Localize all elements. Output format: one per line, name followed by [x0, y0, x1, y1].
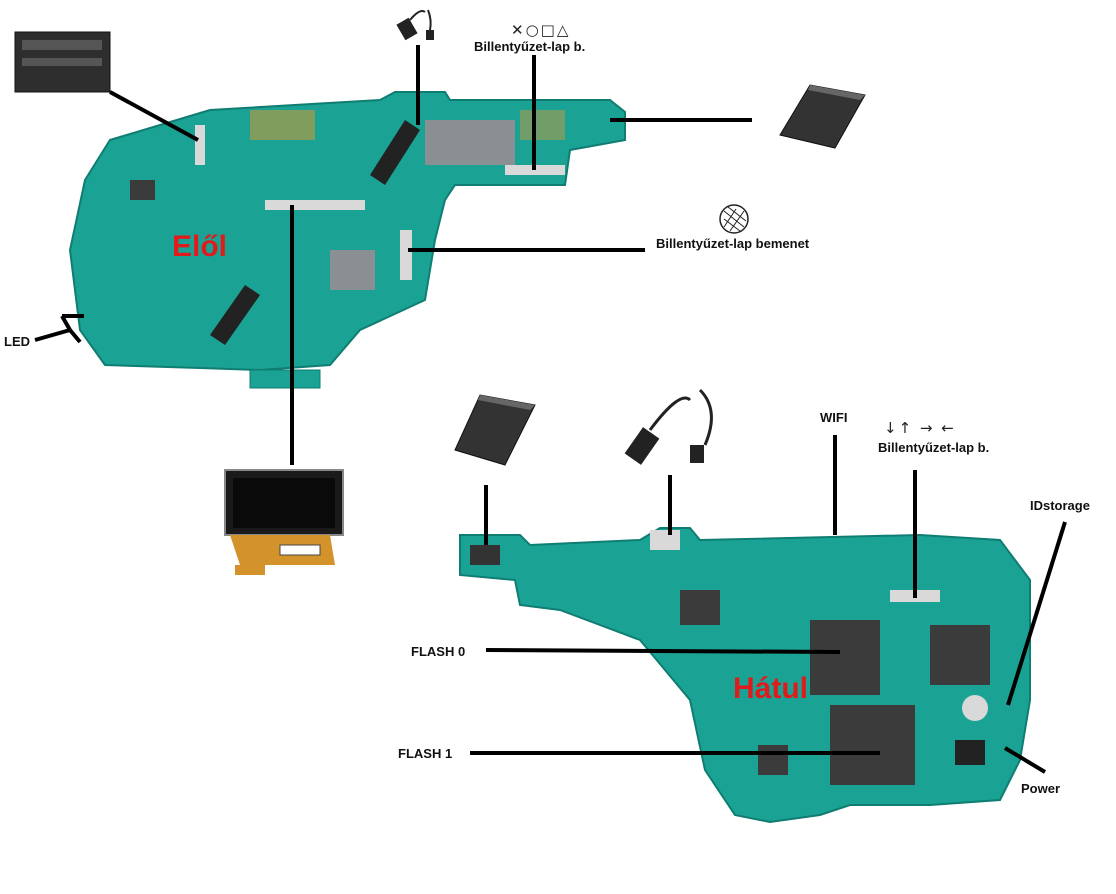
arrow-symbols: ↓↑ → ←: [884, 419, 956, 437]
power-label: Power: [1021, 781, 1061, 796]
usb-cable-icon-back: [624, 388, 713, 465]
memory-stick-icon: [14, 31, 111, 93]
lcd-screen-icon: [224, 469, 344, 575]
back-pcb: [459, 527, 1031, 824]
keypad-input-label: Billentyűzet-lap bemenet: [656, 236, 810, 251]
led-label: LED: [4, 334, 30, 349]
flash0-label: FLASH 0: [411, 644, 466, 659]
face-buttons-symbols: ✕○□△: [511, 21, 571, 39]
keypad-b-top-label: Billentyűzet-lap b.: [474, 39, 586, 54]
wifi-label: WIFI: [820, 410, 848, 425]
front-pcb: [68, 91, 626, 389]
flash1-label: FLASH 1: [398, 746, 453, 761]
keypad-b-back-label: Billentyűzet-lap b.: [878, 440, 990, 455]
usb-cable-icon: [396, 9, 434, 41]
front-title: Elől: [172, 230, 228, 263]
battery-icon-back: [454, 394, 536, 466]
leader-lines: [34, 45, 1067, 774]
back-title: Hátul: [733, 672, 808, 705]
idstorage-label: IDstorage: [1030, 498, 1090, 513]
analog-stick-icon: [719, 204, 749, 234]
battery-icon: [779, 84, 866, 149]
